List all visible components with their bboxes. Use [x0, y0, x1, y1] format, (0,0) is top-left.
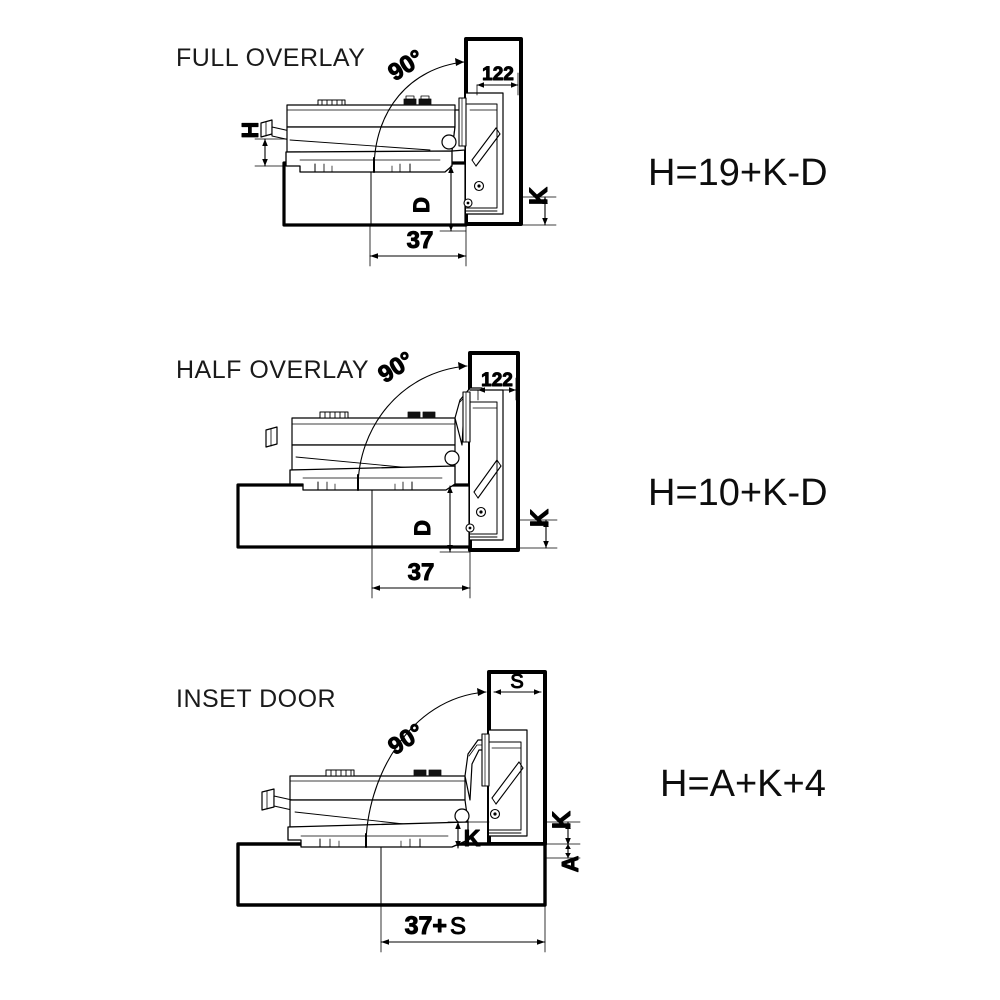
dimension-label-S-light: S	[450, 913, 466, 940]
panel-title-half-overlay: HALF OVERLAY	[176, 356, 370, 384]
formula-half-overlay: H=10+K-D	[648, 472, 828, 514]
dimension-label-S: S	[510, 671, 523, 693]
mounting-plate	[462, 389, 504, 541]
hinge-assembly	[265, 387, 483, 491]
angle-arc-90	[365, 688, 487, 847]
dimension-label-122: 122	[482, 64, 514, 85]
dimension-label-37: 37	[408, 559, 435, 586]
dimension-label-K-inner: K	[464, 825, 481, 851]
angle-label-90: 90°	[383, 719, 428, 761]
mounting-plate	[481, 729, 528, 837]
dimension-K-outer	[544, 821, 581, 846]
angle-arc-90	[373, 58, 465, 171]
dimension-122	[477, 377, 517, 401]
diagram-full-overlay: 122 K H D 37 90°	[237, 37, 557, 267]
panel-inset-door: INSET DOOR H=A+K+4	[0, 650, 1000, 1000]
panel-title-inset-door: INSET DOOR	[176, 685, 337, 713]
dimension-label-K-outer: K	[548, 811, 576, 829]
dimension-A	[544, 843, 581, 859]
dimension-label-K: K	[526, 509, 554, 527]
angle-arc-90	[357, 362, 468, 489]
dimension-label-37: 37	[407, 227, 434, 254]
dimension-label-37-bold: 37+	[405, 912, 447, 940]
dimension-D	[439, 165, 467, 232]
dimension-37	[369, 224, 467, 267]
hinge-assembly	[260, 95, 466, 173]
diagram-half-overlay: 122 K D 37 90°	[236, 346, 558, 599]
dimension-S	[493, 689, 542, 695]
dimension-37	[371, 546, 471, 599]
angle-label-90: 90°	[373, 347, 418, 389]
door-panel	[236, 483, 472, 549]
dimension-K	[517, 519, 558, 549]
dimension-K	[520, 196, 557, 226]
dimension-H	[254, 138, 291, 167]
diagram-inset-door: S K A K 37+ S 90°	[236, 670, 584, 953]
angle-label-90: 90°	[383, 45, 428, 87]
formula-inset-door: H=A+K+4	[660, 763, 826, 805]
dimension-37-plus-S	[380, 904, 546, 953]
dimension-D	[439, 485, 471, 553]
dimension-label-K: K	[525, 187, 553, 205]
dimension-122	[476, 72, 519, 96]
panel-half-overlay: HALF OVERLAY H=10+K-D	[0, 320, 1000, 650]
panel-full-overlay: FULL OVERLAY H=19+K-D	[0, 0, 1000, 330]
door-panel	[236, 842, 547, 907]
dimension-label-H: H	[237, 122, 263, 139]
dimension-label-A: A	[557, 856, 583, 873]
panel-title-full-overlay: FULL OVERLAY	[176, 44, 366, 72]
formula-full-overlay: H=19+K-D	[648, 152, 828, 194]
dimension-label-D: D	[409, 197, 434, 213]
dimension-label-D: D	[410, 520, 435, 536]
hinge-assembly	[261, 739, 491, 848]
dimension-label-122: 122	[481, 370, 513, 391]
mounting-plate	[458, 92, 504, 215]
dimension-K-inner	[447, 821, 490, 849]
